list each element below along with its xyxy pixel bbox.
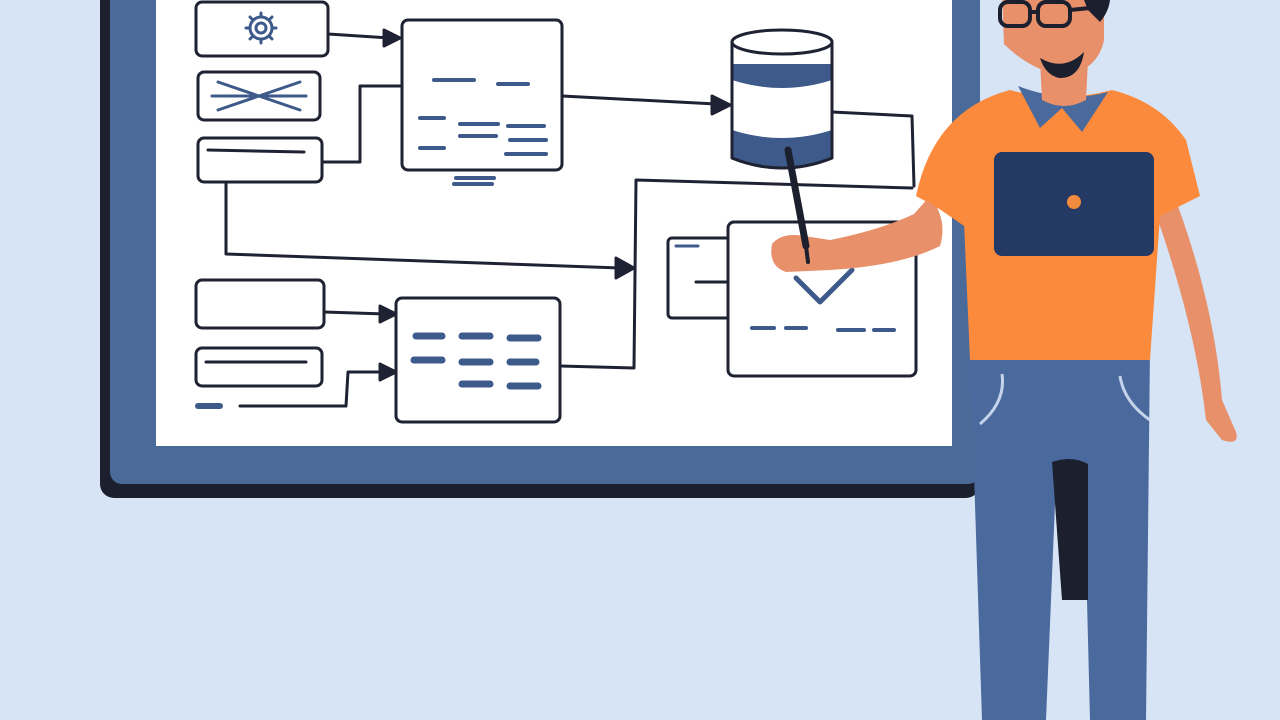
pen-tip xyxy=(804,244,810,264)
pen-icon xyxy=(784,146,810,250)
text-line-1 xyxy=(206,148,306,154)
small-box-right xyxy=(666,236,732,320)
connector-input-to-table xyxy=(322,310,386,316)
right-arm xyxy=(1158,190,1237,442)
gear-icon xyxy=(244,11,278,45)
connector-textbox-to-doc xyxy=(320,84,402,164)
left-arm xyxy=(771,196,943,272)
connector-dash-to-table xyxy=(238,370,386,408)
pants xyxy=(970,350,1150,720)
gear-box xyxy=(194,0,330,58)
presenter xyxy=(771,0,1237,720)
glasses-icon xyxy=(998,0,1091,28)
pants-gap xyxy=(1052,458,1088,600)
arrowhead-to-result xyxy=(614,256,636,280)
connector-gear-to-doc xyxy=(326,32,392,40)
hair xyxy=(1084,0,1110,22)
cross-icon xyxy=(210,80,308,112)
connector-db-to-right xyxy=(830,110,916,188)
document-top-lines xyxy=(418,78,548,186)
arrowhead-gear-to-doc xyxy=(382,28,402,48)
result-dashes xyxy=(750,326,896,332)
checkmark-icon xyxy=(793,267,855,305)
connector-table-to-top xyxy=(558,178,914,370)
pocket-left xyxy=(979,373,1005,426)
arrowhead-input-to-table xyxy=(378,304,398,324)
text-line-box-1 xyxy=(196,136,324,184)
connector-doc-to-db xyxy=(560,94,718,106)
connector-textbox-to-result xyxy=(224,180,622,270)
laptop-logo-dot xyxy=(1067,195,1081,209)
pocket-right xyxy=(1118,375,1151,422)
arrowhead-dash-to-table xyxy=(378,362,398,382)
database-icon xyxy=(730,28,834,170)
input-box-1 xyxy=(194,278,326,330)
flowchart xyxy=(194,0,918,424)
shirt-sleeve xyxy=(920,150,970,226)
table-cells xyxy=(410,332,542,390)
arrowhead-doc-to-db xyxy=(710,94,732,116)
beard xyxy=(1040,52,1084,78)
text-line-box-2 xyxy=(194,346,324,388)
